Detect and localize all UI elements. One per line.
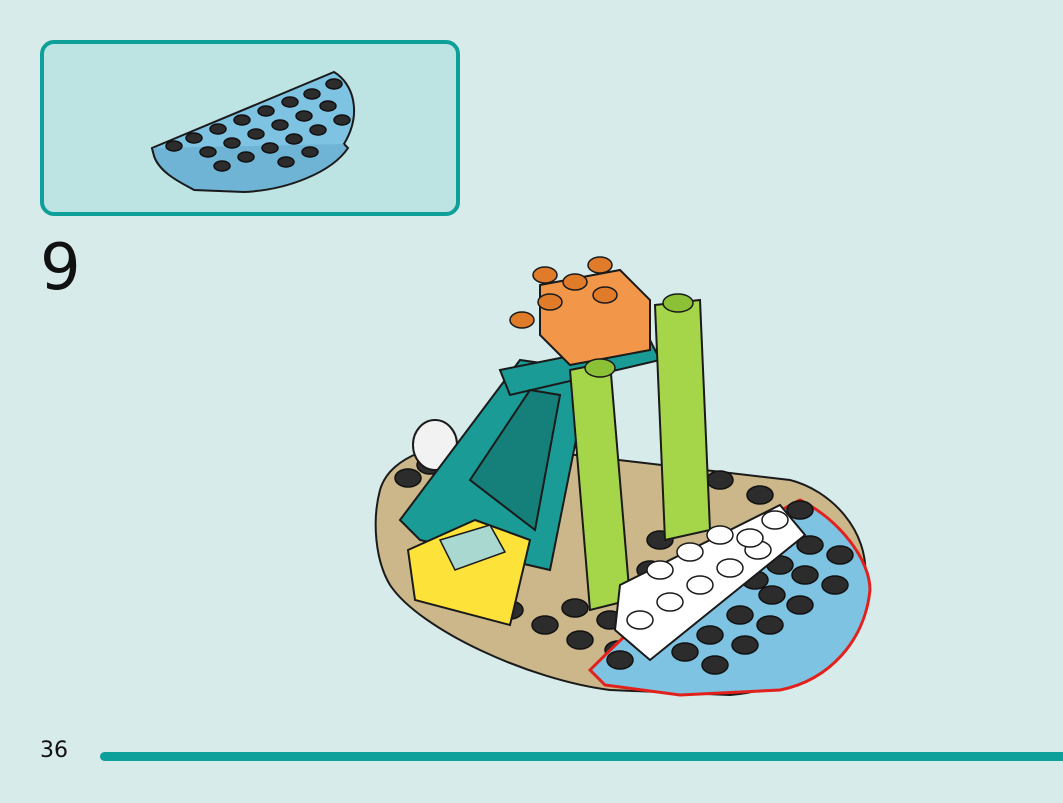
half-round-plate-part: [150, 70, 356, 194]
parts-callout: [40, 40, 460, 216]
page-progress-bar: [100, 752, 1063, 761]
page-number: 36: [40, 738, 68, 763]
step-number: 9: [40, 231, 81, 305]
build-illustration: [360, 240, 880, 714]
model-assembly-image: [374, 256, 872, 697]
